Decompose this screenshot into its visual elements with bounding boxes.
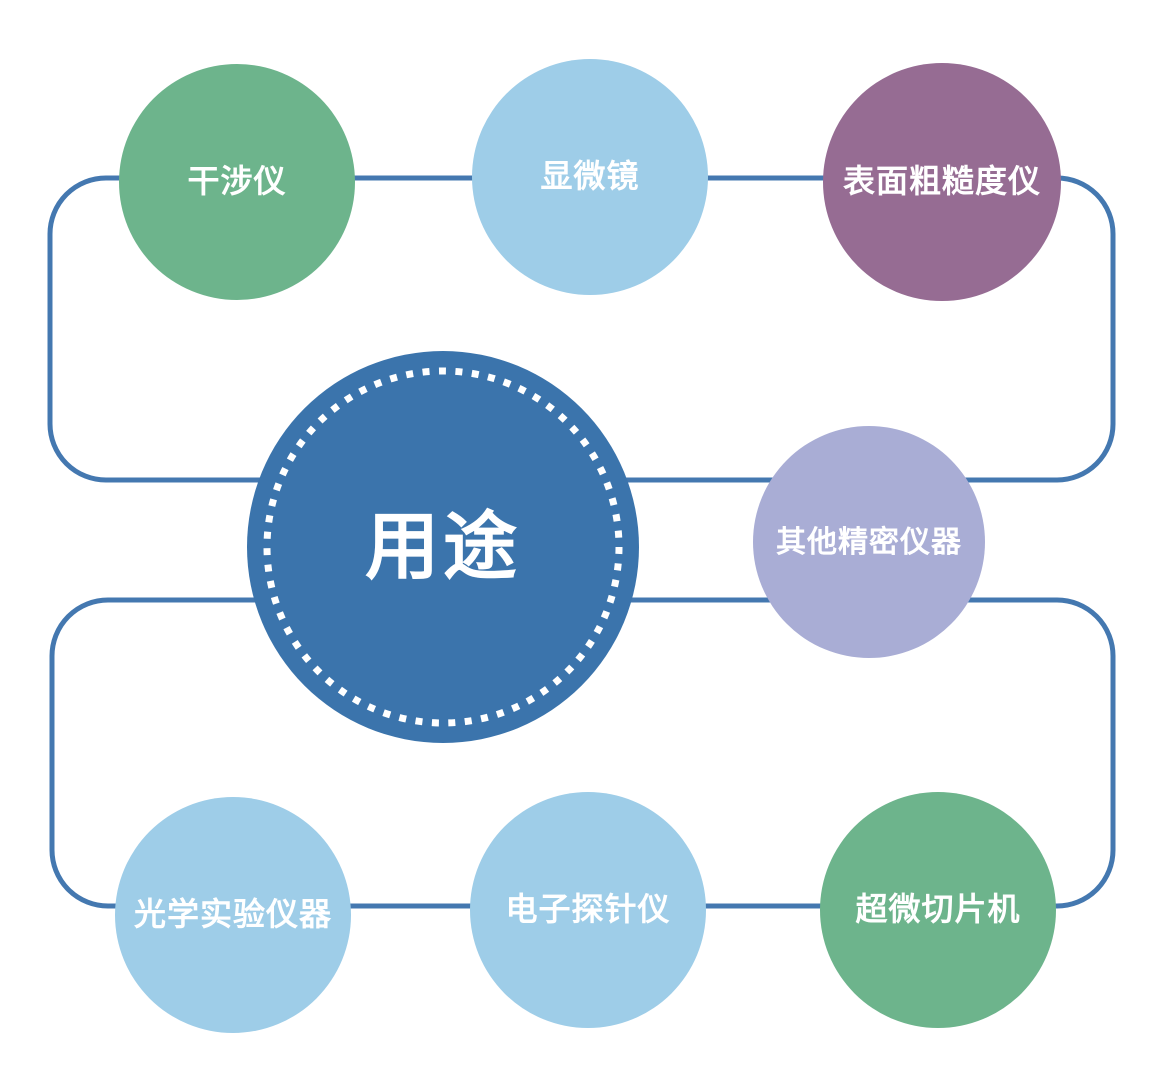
- node-label: 光学实验仪器: [133, 896, 332, 933]
- center-node-usage: 用途: [247, 351, 639, 743]
- node-label: 电子探针仪: [505, 891, 671, 928]
- node-label: 干涉仪: [187, 163, 287, 200]
- node-optical-lab-instruments: 光学实验仪器: [115, 797, 351, 1033]
- node-electron-probe-analyzer: 电子探针仪: [470, 792, 706, 1028]
- node-label: 超微切片机: [855, 891, 1021, 928]
- node-surface-roughness-tester: 表面粗糙度仪: [823, 63, 1061, 301]
- node-interferometer: 干涉仪: [119, 64, 355, 300]
- node-label: 显微镜: [540, 158, 640, 195]
- node-microscope: 显微镜: [472, 59, 708, 295]
- node-ultramicrotome: 超微切片机: [820, 792, 1056, 1028]
- node-other-precision-instruments: 其他精密仪器: [753, 426, 985, 658]
- node-label: 其他精密仪器: [776, 525, 962, 559]
- node-label: 表面粗糙度仪: [842, 163, 1041, 200]
- center-node-label: 用途: [365, 505, 521, 589]
